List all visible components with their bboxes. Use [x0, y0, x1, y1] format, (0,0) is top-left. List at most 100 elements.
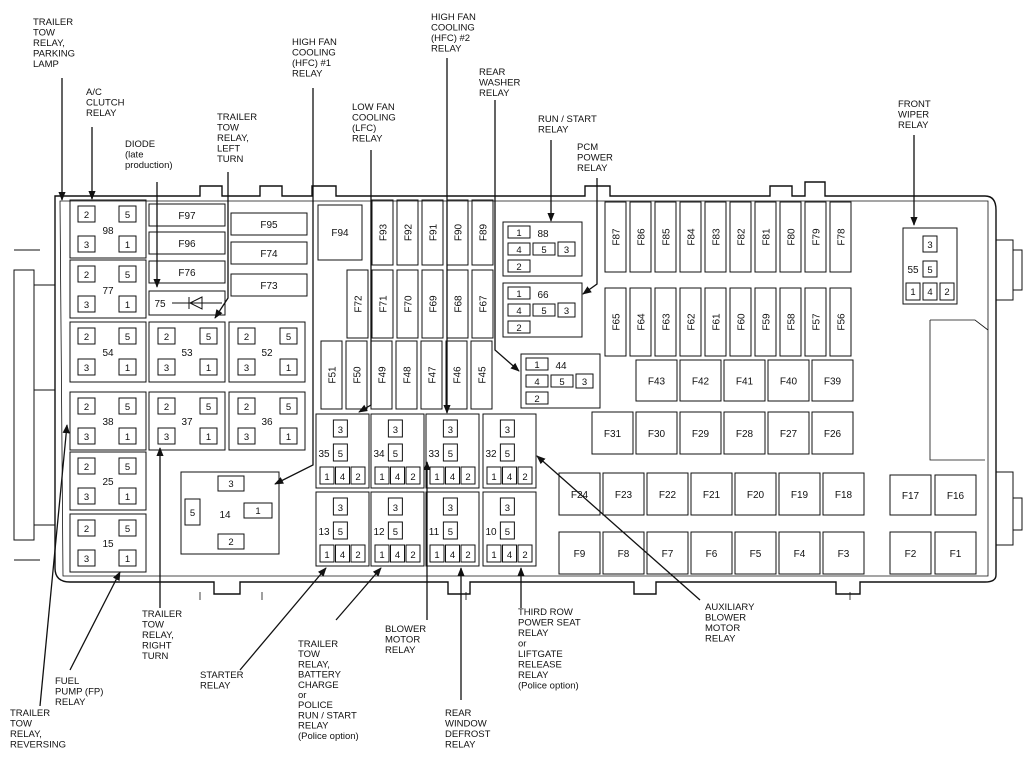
fuse: F21 — [690, 472, 733, 516]
relay-number: 35 — [318, 449, 330, 460]
svg-text:5: 5 — [541, 306, 546, 317]
diode-icon — [188, 296, 203, 310]
svg-text:2: 2 — [164, 402, 169, 413]
pin-label: 2 — [465, 472, 470, 483]
svg-text:F96: F96 — [178, 239, 196, 250]
arrow-lfc — [358, 150, 372, 413]
fuse-F94: F94 — [317, 204, 363, 261]
fuse: F82 — [729, 201, 752, 273]
fuse-label: F48 — [403, 366, 414, 384]
fuse-label: F51 — [328, 366, 339, 384]
svg-text:1: 1 — [286, 432, 291, 443]
fuse: F29 — [679, 411, 722, 455]
fuse-label: F69 — [429, 295, 440, 313]
leader-lines — [39, 58, 918, 707]
fuse-label: F1 — [950, 549, 962, 560]
svg-text:F76: F76 — [178, 268, 196, 279]
relay-98: 2 5 98 3 1 — [69, 199, 147, 259]
fuse-label: F89 — [479, 223, 490, 241]
pin-label: 4 — [507, 550, 512, 561]
fuse-label: F81 — [762, 228, 773, 246]
pin-label: 2 — [522, 472, 527, 483]
diode-75: 75 — [148, 290, 226, 316]
svg-text:5: 5 — [286, 332, 291, 343]
fuse-label: F39 — [824, 377, 842, 388]
fuse-label: F3 — [838, 549, 850, 560]
relay-number: 38 — [102, 417, 114, 428]
fuse: F68 — [446, 269, 469, 339]
fuse-label: F91 — [429, 223, 440, 241]
fuse-label: F62 — [687, 313, 698, 331]
fuse-label: F78 — [837, 228, 848, 246]
pin-label: 1 — [379, 550, 384, 561]
pin-label: 2 — [410, 472, 415, 483]
fuse-label: F24 — [571, 490, 589, 501]
svg-text:88: 88 — [537, 229, 549, 240]
svg-text:3: 3 — [564, 245, 569, 256]
svg-text:3: 3 — [244, 432, 249, 443]
pin-label: 5 — [505, 527, 510, 538]
pin-label: 3 — [338, 425, 343, 436]
pin-label: 3 — [505, 425, 510, 436]
relay-number: 54 — [102, 348, 114, 359]
svg-text:52: 52 — [261, 348, 273, 359]
fuse: F90 — [446, 199, 469, 266]
pin-label: 1 — [125, 432, 130, 443]
fuse: F1 — [934, 531, 977, 575]
fuse: F89 — [471, 199, 494, 266]
fuse-label: F58 — [787, 313, 798, 331]
pin-label: 1 — [434, 472, 439, 483]
fuse-label: F21 — [703, 490, 721, 501]
fuse-label: F26 — [824, 429, 842, 440]
svg-text:3: 3 — [164, 363, 169, 374]
svg-text:75: 75 — [154, 299, 166, 310]
pin-label: 3 — [84, 363, 89, 374]
pin-label: 3 — [84, 492, 89, 503]
fuse: F4 — [778, 531, 821, 575]
fuse-label: F45 — [478, 366, 489, 384]
svg-text:3: 3 — [564, 306, 569, 317]
svg-text:F73: F73 — [260, 281, 278, 292]
fuse: F85 — [654, 201, 677, 273]
fuse-label: F70 — [404, 295, 415, 313]
pin-label: 5 — [125, 402, 130, 413]
pin-label: 3 — [448, 503, 453, 514]
arrow-reversing — [39, 424, 70, 707]
pin-label: 3 — [338, 503, 343, 514]
svg-text:2: 2 — [944, 287, 949, 298]
relay-number: 15 — [102, 539, 114, 550]
fuse-label: F4 — [794, 549, 806, 560]
arrow-aux-blower — [536, 455, 701, 601]
relay-number: 98 — [102, 226, 114, 237]
fuse: F70 — [396, 269, 419, 339]
svg-text:2: 2 — [164, 332, 169, 343]
fuse-label: F17 — [902, 491, 920, 502]
fuse-label: F63 — [662, 313, 673, 331]
fuse: F26 — [811, 411, 854, 455]
pin-label: 5 — [338, 449, 343, 460]
fuse-label: F87 — [612, 228, 623, 246]
pin-label: 3 — [84, 240, 89, 251]
pin-label: 2 — [522, 550, 527, 561]
fuse-F76: F76 — [148, 260, 226, 284]
fuse-label: F93 — [379, 223, 390, 241]
fuse: F5 — [734, 531, 777, 575]
fuse-label: F57 — [812, 313, 823, 331]
fuse-label: F42 — [692, 377, 710, 388]
fuse: F69 — [421, 269, 444, 339]
pin-label: 4 — [395, 550, 400, 561]
fuse-label: F56 — [837, 313, 848, 331]
fuse: F60 — [729, 287, 752, 357]
pin-label: 2 — [84, 270, 89, 281]
fuse-label: F49 — [378, 366, 389, 384]
fuse-label: F20 — [747, 490, 765, 501]
